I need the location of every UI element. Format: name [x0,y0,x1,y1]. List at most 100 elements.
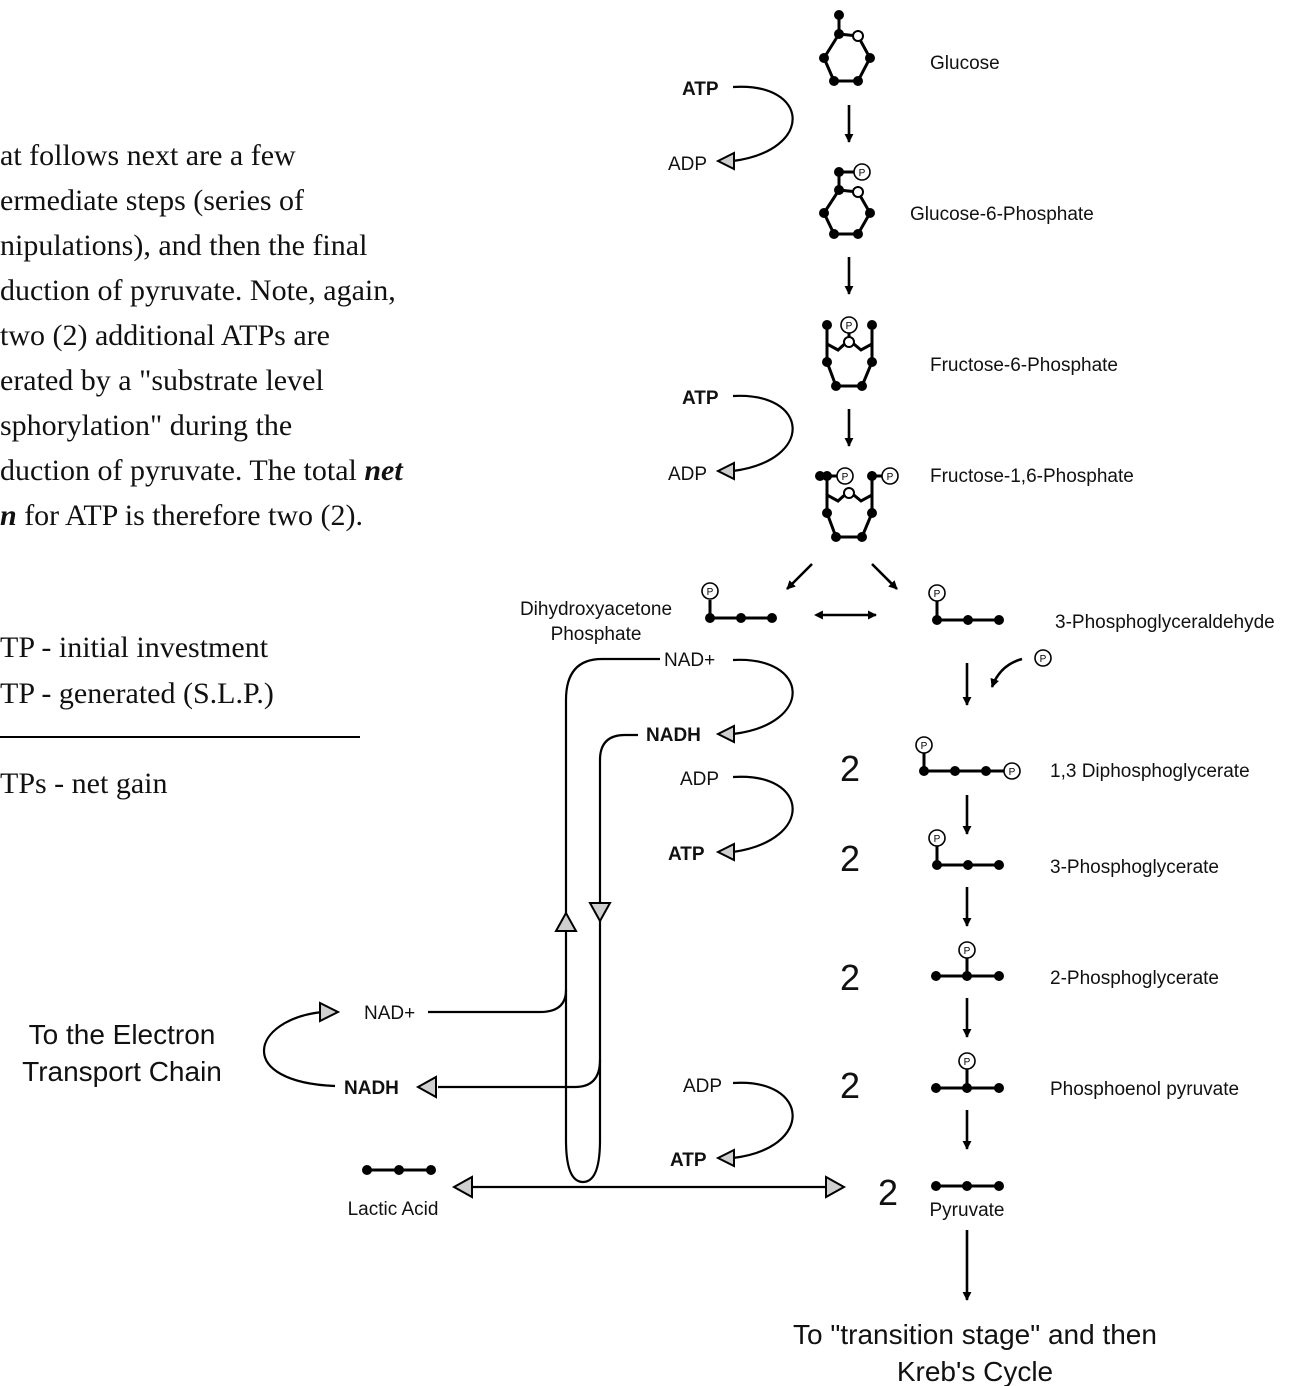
summary-line-net: TPs - net gain [0,767,167,800]
atom [867,320,877,330]
atom [857,381,867,391]
atom [962,1083,972,1093]
atom [834,10,844,20]
label-nad-2: NAD+ [364,1003,415,1024]
arrow-split-right [871,563,898,590]
phosphate-circle [701,582,719,600]
label-adp-4: ADP [683,1076,722,1097]
paragraph-line-9: n for ATP is therefore two (2). [0,499,363,532]
phosphate-circle [928,829,946,847]
arc-pyruvate-kinase [732,1081,794,1160]
line-nad-lower [428,932,568,1014]
g3p-structure: P [928,584,1004,625]
arrowhead-nadh-down [588,902,612,924]
arrowhead-pfk [715,461,735,481]
arc-g3p-dehydrogenase [732,658,794,736]
atom [829,229,839,239]
atom [931,971,941,981]
atom [963,615,973,625]
atom [981,766,991,776]
label-glucose: Glucose [930,53,1000,74]
label-atp-1: ATP [682,79,719,100]
atom [867,357,877,367]
arrowhead-pgk [715,842,735,862]
g6p-ring [822,170,872,236]
atom [831,532,841,542]
multiplier-3pg: 2 [840,838,860,879]
label-atp-4: ATP [670,1150,707,1171]
atom [822,471,832,481]
atom [867,508,877,518]
atom [919,766,929,776]
phosphate-input: P [1034,649,1052,667]
paragraph-line-3: nipulations), and then the final [0,229,367,262]
label-adp-1: ADP [668,154,707,175]
label-adp-2: ADP [668,464,707,485]
pathway-arrows [786,105,1023,1301]
summary-line-investment: TP - initial investment [0,631,269,664]
2pg-structure: P [931,941,1004,981]
phosphate-label: P [964,946,971,957]
phosphate-label: P [859,168,866,179]
net-emphasis: net [364,454,404,487]
label-phosphoenol-pyruvate: Phosphoenol pyruvate [1050,1079,1239,1100]
atom [822,357,832,367]
phosphate-circle [958,941,976,959]
atom [853,76,863,86]
etc-line-2: Transport Chain [22,1056,222,1087]
phosphate-circle [1003,762,1021,780]
label-dhap-line-1: Dihydroxyacetone [520,599,672,620]
paragraph-line-6: erated by a "substrate level [0,364,324,397]
atom [857,532,867,542]
ring-oxygen [852,186,864,198]
line-nadh-upper [598,733,638,902]
cofactor-arcs [715,85,794,1168]
phosphate-label: P [707,587,714,598]
label-atp-3: ATP [668,844,705,865]
paragraph-line-5: two (2) additional ATPs are [0,319,330,352]
arrowhead-to-lactate [451,1175,473,1199]
atom [932,615,942,625]
atom [994,1083,1004,1093]
arrowhead-etc [319,1001,341,1023]
atom [962,1181,972,1191]
multiplier-2pg: 2 [840,957,860,998]
paragraph-line-2: ermediate steps (series of [0,184,304,217]
cofactor-labels: ATP ADP ATP ADP NAD+ NADH ADP ATP ADP AT… [344,79,722,1171]
atom [822,508,832,518]
label-nadh-2: NADH [344,1078,399,1099]
atom [736,613,746,623]
atom [815,471,825,481]
phosphate-label: P [1009,767,1016,778]
phosphate-label: P [934,589,941,600]
line-nad-upper [564,657,660,915]
paragraph-line-1: at follows next are a few [0,139,296,172]
atom [829,76,839,86]
arrowhead-pyruvate-kinase [715,1148,735,1168]
phosphate-label: P [934,834,941,845]
phosphate-label: P [846,321,853,332]
arrowhead-nad-up [554,910,578,932]
atom [865,53,875,63]
krebs-line-2: Kreb's Cycle [897,1356,1053,1386]
label-3-phosphoglycerate: 3-Phosphoglycerate [1050,857,1219,878]
krebs-line-1: To "transition stage" and then [793,1319,1157,1350]
label-atp-2: ATP [682,388,719,409]
label-nadh-1: NADH [646,725,701,746]
3pg-structure: P [928,829,1004,870]
phosphate-label: P [921,741,928,752]
paragraph-line-4: duction of pyruvate. Note, again, [0,274,396,307]
label-1-3-diphosphoglycerate: 1,3 Diphosphoglycerate [1050,761,1250,782]
dhap-structure: P [701,582,777,623]
arc-electron-transport [262,1010,336,1088]
arrow-split-left [786,563,813,590]
atom [994,971,1004,981]
atom [963,860,973,870]
phosphate-circle [928,584,946,602]
arc-pgk [732,775,794,854]
gain-emphasis: n [0,499,17,532]
etc-line-1: To the Electron [29,1019,216,1050]
label-lactic-acid: Lactic Acid [348,1199,439,1220]
label-dhap-line-2: Phosphate [551,624,642,645]
